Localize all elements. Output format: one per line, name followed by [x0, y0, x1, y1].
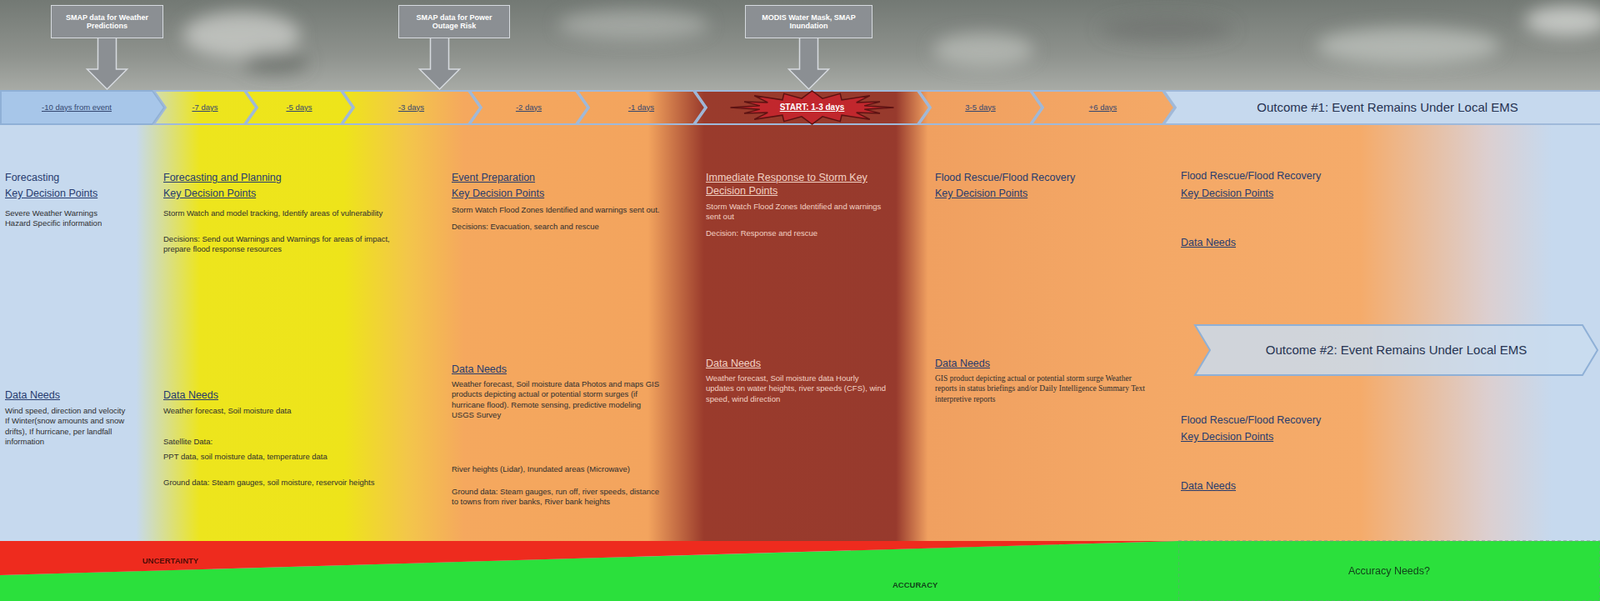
column-text: Ground data: Steam gauges, soil moisture… — [163, 477, 447, 488]
column-text: GIS product depicting actual or potentia… — [935, 373, 1154, 405]
column-heading: Flood Rescue/Flood Recovery — [935, 170, 1160, 185]
timeline-chevron: -1 days — [576, 90, 706, 125]
callout-box: SMAP data for Weather Predictions — [50, 5, 164, 39]
outcome-chevron-text: Outcome #1: Event Remains Under Local EM… — [1256, 100, 1518, 115]
callout-box-text: MODIS Water Mask, SMAP Inundation — [750, 13, 867, 31]
timeline-chevron-text: -2 days — [515, 103, 542, 113]
column-heading: Key Decision Points — [451, 186, 694, 200]
column-text: Wind speed, direction and velocity If Wi… — [5, 405, 132, 447]
callout-pointer — [789, 37, 830, 90]
accuracy-needs-box-text: Accuracy Needs? — [1348, 565, 1430, 577]
timeline-band — [0, 90, 1600, 541]
start-burst: START: 1-3 days — [694, 90, 930, 125]
timeline-chevron: -3 days — [341, 90, 481, 125]
column-text: Weather forecast, Soil moisture data — [163, 405, 414, 416]
column-heading: Forecasting — [5, 170, 155, 185]
callout-pointer — [87, 37, 128, 90]
timeline-chevron: +6 days — [1030, 90, 1175, 125]
start-burst-text: START: 1-3 days — [780, 102, 845, 113]
accuracy-needs-box: Accuracy Needs? — [1178, 540, 1600, 601]
column-heading: Event Preparation — [451, 170, 694, 185]
column-text: PPT data, soil moisture data, temperatur… — [163, 451, 414, 462]
timeline-chevron: -7 days — [153, 90, 257, 125]
column-text: Storm Watch Flood Zones Identified and w… — [451, 205, 702, 215]
column-text: Decisions: Evacuation, search and rescue — [451, 221, 702, 232]
column-text: Decisions: Send out Warnings and Warning… — [163, 234, 414, 255]
column-heading: Key Decision Points — [1180, 430, 1431, 444]
column-text: Storm Watch Flood Zones Identified and w… — [705, 201, 890, 223]
timeline-chevron-text: -7 days — [191, 103, 218, 113]
column-heading: Data Needs — [451, 362, 694, 376]
column-heading: Immediate Response to Storm Key Decision… — [705, 170, 894, 199]
column-text: Severe Weather Warnings Hazard Specific … — [5, 208, 114, 230]
column-heading: Data Needs — [705, 356, 890, 370]
column-text: Storm Watch and model tracking, Identify… — [163, 208, 404, 219]
column-heading: Flood Rescue/Flood Recovery — [1180, 169, 1431, 183]
column-heading: Forecasting and Planning — [163, 170, 414, 185]
column-heading: Key Decision Points — [935, 186, 1160, 200]
callout-box-text: SMAP data for Power Outage Risk — [404, 13, 505, 31]
column-text: River heights (Lidar), Inundated areas (… — [451, 464, 702, 475]
timeline-chevron-text: -10 days from event — [41, 103, 112, 113]
callout-box-text: SMAP data for Weather Predictions — [56, 13, 158, 31]
timeline-chevron: -10 days from event — [0, 90, 165, 125]
column-text: Satellite Data: — [163, 436, 414, 447]
column-heading: Key Decision Points — [1180, 186, 1431, 200]
column-heading: Flood Rescue/Flood Recovery — [1180, 413, 1431, 427]
uncertainty-wedge-outline — [0, 540, 1179, 601]
timeline-chevron: 3-5 days — [918, 90, 1043, 125]
column-heading: Data Needs — [5, 388, 155, 402]
column-heading: Data Needs — [935, 356, 1160, 370]
column-text: Weather forecast, Soil moisture data Pho… — [451, 379, 665, 420]
column-text: Decision: Response and rescue — [705, 228, 890, 239]
timeline-chevron: -2 days — [469, 90, 589, 125]
water-photo — [0, 0, 1600, 92]
column-heading: Data Needs — [1180, 479, 1431, 493]
column-heading: Data Needs — [163, 388, 414, 402]
timeline-chevron-text: +6 days — [1089, 103, 1118, 113]
outcome-chevron: Outcome #1: Event Remains Under Local EM… — [1163, 90, 1600, 125]
timeline-chevron-text: -5 days — [285, 103, 312, 113]
outcome-chevron: Outcome #2: Event Remains Under Local EM… — [1194, 324, 1599, 376]
callout-box: MODIS Water Mask, SMAP Inundation — [745, 5, 873, 39]
timeline-chevron-text: -3 days — [398, 103, 425, 113]
timeline-chevron-text: -1 days — [628, 103, 655, 113]
column-text: Weather forecast, Soil moisture data Hou… — [705, 373, 890, 405]
uncertainty-wedge: UNCERTAINTY — [0, 540, 1179, 601]
uncertainty-wedge-text: UNCERTAINTY — [142, 556, 199, 566]
column-heading: Key Decision Points — [5, 186, 155, 200]
water-ripples — [183, 5, 1600, 75]
accuracy-wedge-text: ACCURACY — [892, 580, 938, 590]
column-heading: Key Decision Points — [163, 186, 414, 200]
column-text: Ground data: Steam gauges, run off, rive… — [451, 486, 665, 508]
timeline-chevron-text: 3-5 days — [965, 103, 995, 113]
outcome-chevron-text: Outcome #2: Event Remains Under Local EM… — [1265, 342, 1527, 357]
callout-pointer — [420, 37, 460, 90]
column-heading: Data Needs — [1180, 235, 1431, 250]
timeline-chevron: -5 days — [245, 90, 354, 125]
callout-box: SMAP data for Power Outage Risk — [398, 5, 510, 39]
